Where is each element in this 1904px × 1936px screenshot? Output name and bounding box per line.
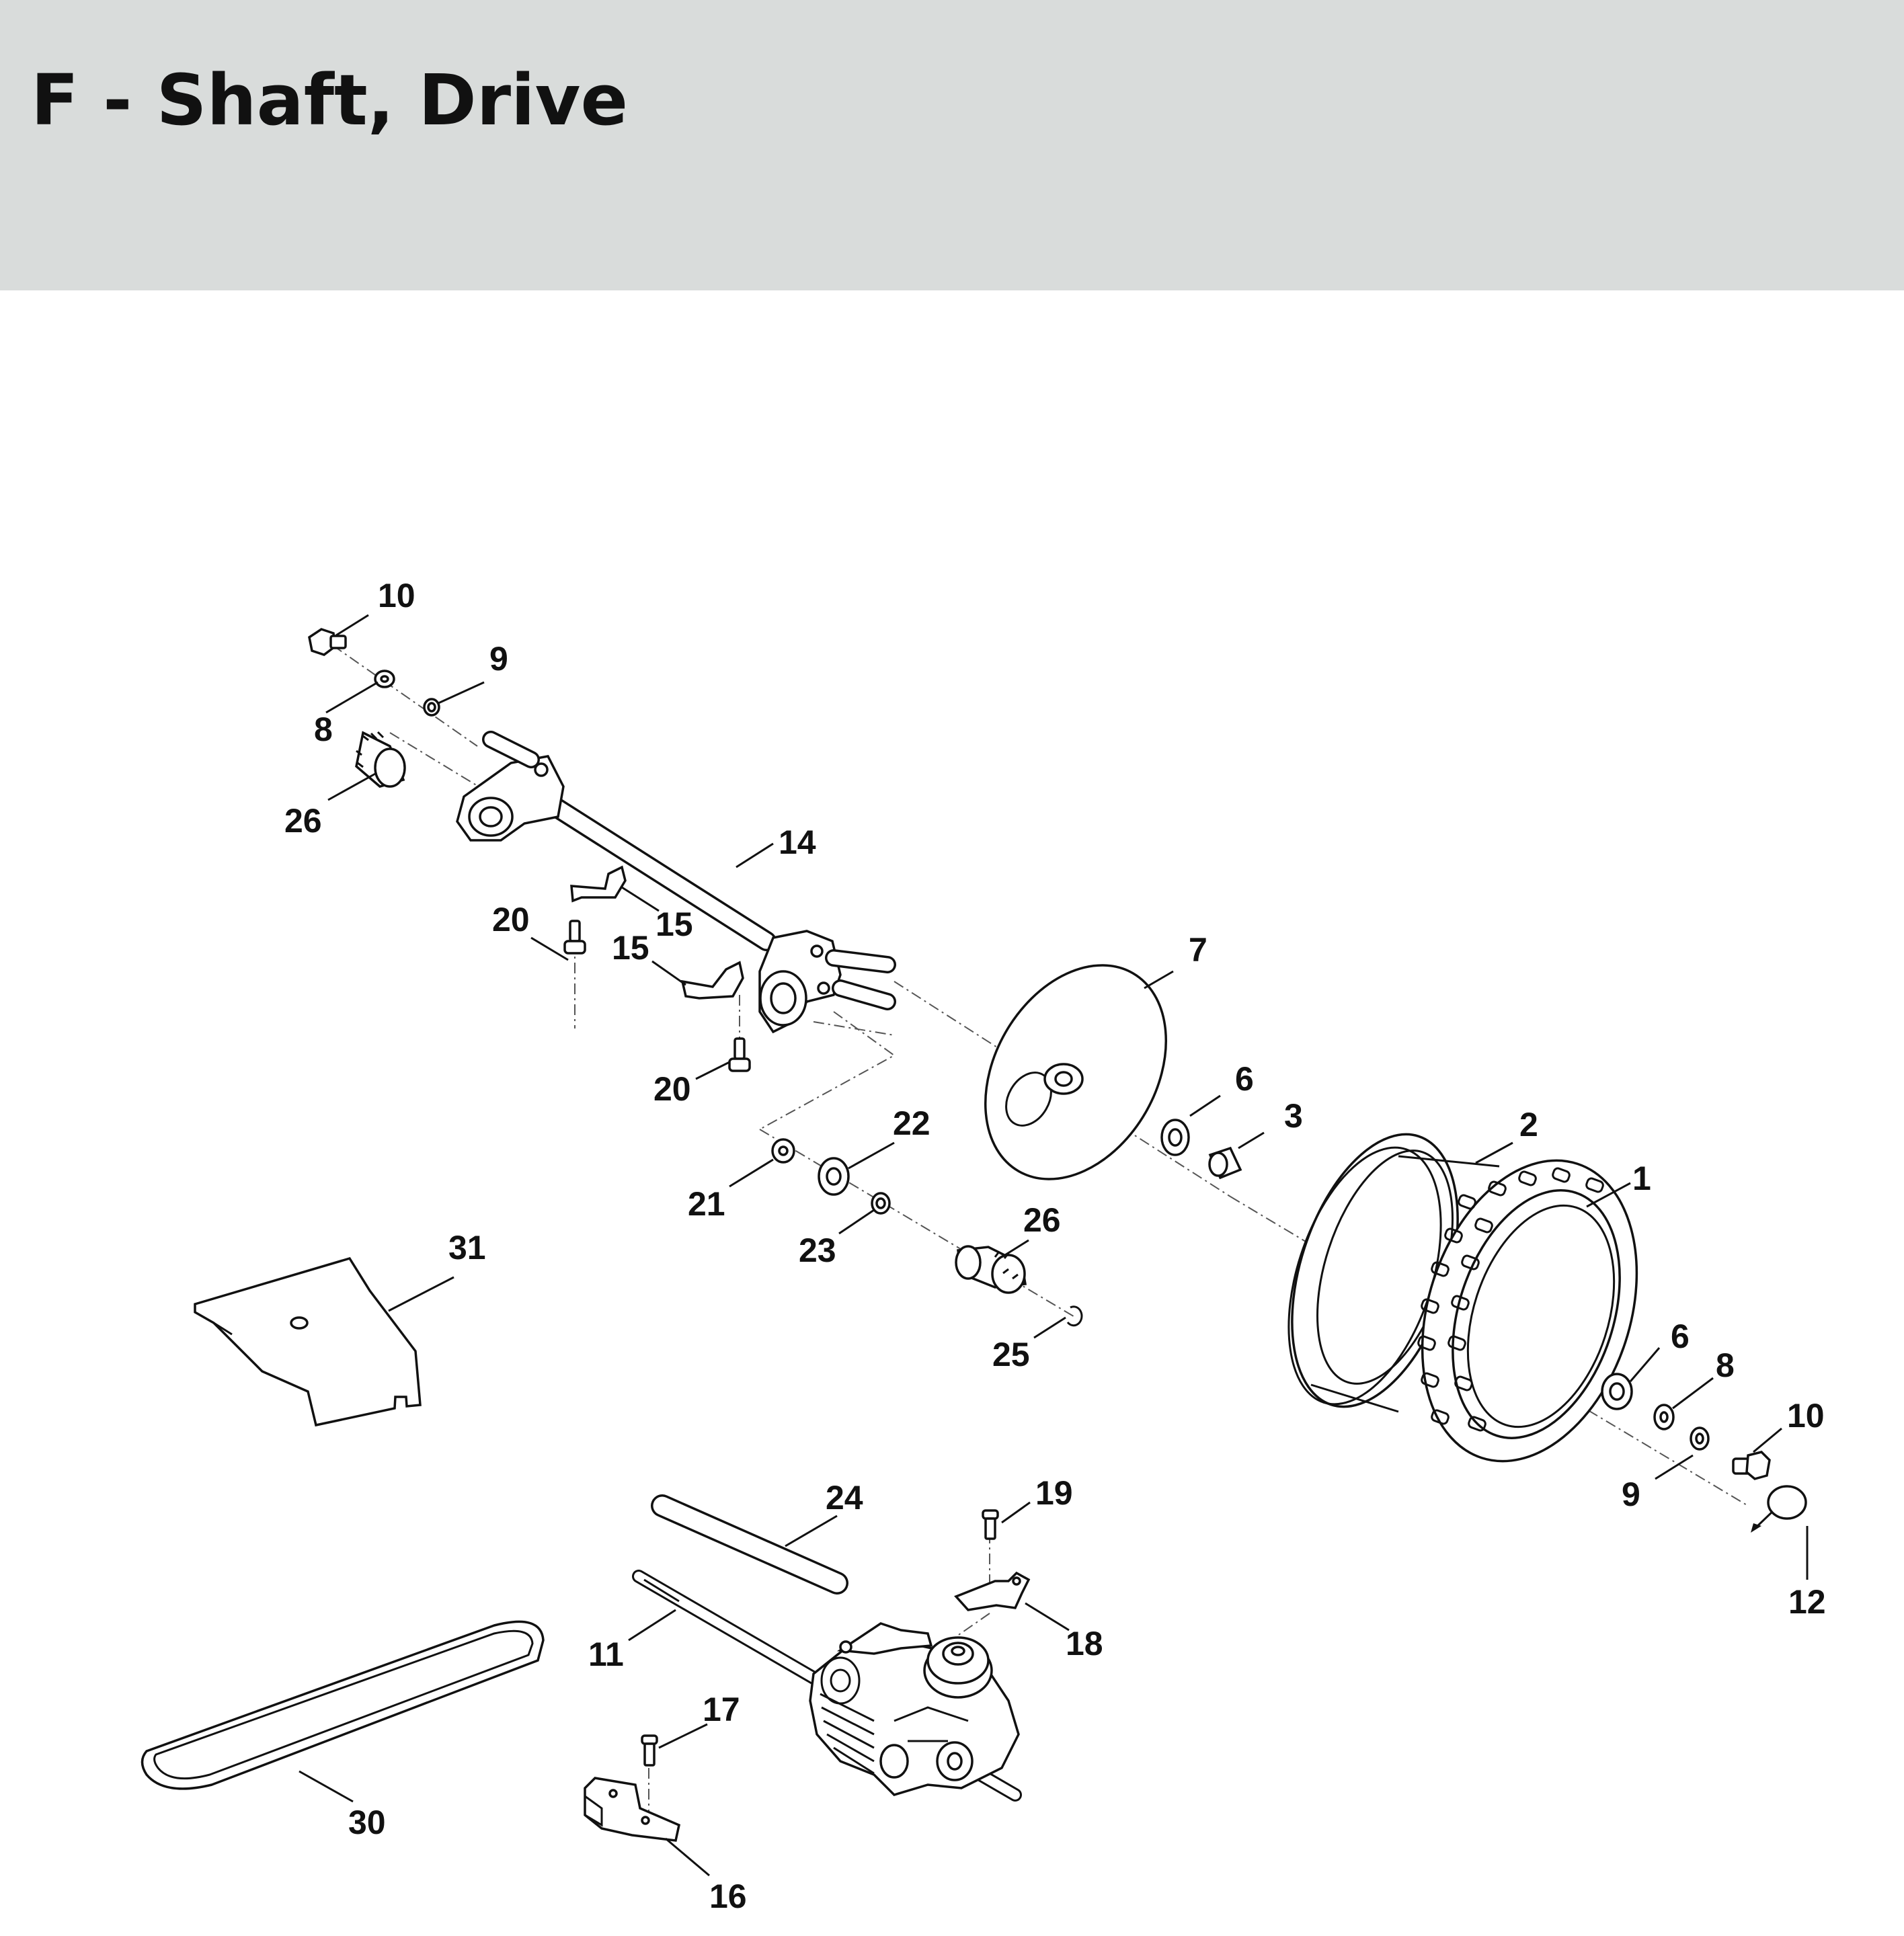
callout-26-lower: 26	[1023, 1201, 1061, 1239]
callout-6-lower: 6	[1671, 1318, 1690, 1355]
callout-16: 16	[709, 1878, 747, 1915]
wheel-rim	[1287, 1133, 1500, 1413]
clip-upper	[570, 865, 627, 903]
v-belt	[141, 1620, 545, 1790]
clip-lower	[680, 961, 744, 1000]
callout-19: 19	[1035, 1474, 1073, 1512]
callout-21: 21	[688, 1185, 725, 1223]
callout-1: 1	[1632, 1160, 1651, 1197]
circlip	[1066, 1305, 1083, 1327]
callout-25: 25	[992, 1336, 1030, 1373]
cover-plate	[194, 1256, 422, 1427]
callout-15-lower: 15	[612, 929, 649, 967]
callout-31: 31	[448, 1229, 486, 1266]
washer-21	[771, 1138, 795, 1164]
callout-20-upper: 20	[492, 901, 530, 938]
callout-10-top: 10	[378, 577, 415, 614]
screw-upper	[563, 920, 586, 955]
callout-14: 14	[779, 823, 816, 861]
bracket-16	[584, 1777, 681, 1842]
callout-24: 24	[826, 1479, 863, 1517]
ring-right	[1690, 1426, 1710, 1451]
callout-2: 2	[1519, 1106, 1538, 1143]
wheel-tire	[1417, 1159, 1638, 1463]
callout-8-top: 8	[314, 711, 333, 748]
callout-18: 18	[1066, 1625, 1103, 1662]
screw-19	[982, 1509, 999, 1540]
callout-8-lower: 8	[1716, 1346, 1735, 1384]
pinion-top	[355, 731, 406, 788]
rod	[651, 1494, 848, 1595]
ring-23	[871, 1192, 891, 1215]
callout-9-lower: 9	[1622, 1476, 1640, 1513]
bushing	[1208, 1146, 1242, 1180]
gearbox	[809, 1622, 1020, 1796]
pinion-lower	[955, 1245, 1027, 1294]
screw-lower	[728, 1037, 751, 1072]
callout-26-top: 26	[284, 802, 322, 840]
callout-9-top: 9	[489, 640, 508, 678]
callout-17: 17	[703, 1691, 740, 1728]
callout-30: 30	[348, 1804, 386, 1841]
callout-labels: 10 9 8 26 14 15 15 20 20 7 6 3 2 1 22 21…	[284, 577, 1826, 1915]
page-title: F - Shaft, Drive	[31, 59, 629, 141]
drive-axle	[456, 731, 896, 1034]
callout-12: 12	[1788, 1583, 1826, 1621]
callout-22: 22	[893, 1104, 930, 1142]
callout-10-lower: 10	[1787, 1397, 1825, 1435]
bearing-22	[818, 1157, 850, 1196]
bolt-right	[1732, 1451, 1771, 1480]
callout-3: 3	[1284, 1097, 1303, 1135]
callout-23: 23	[799, 1232, 836, 1269]
callout-11: 11	[588, 1636, 624, 1673]
callout-20-lower: 20	[653, 1070, 691, 1108]
washer-top	[374, 670, 395, 688]
hub-disc	[984, 964, 1168, 1180]
bracket-18	[954, 1571, 1031, 1611]
callout-15-upper: 15	[656, 905, 693, 943]
ring-top	[423, 698, 440, 717]
callout-6-upper: 6	[1235, 1060, 1254, 1098]
bearing-upper	[1160, 1119, 1190, 1156]
leader-lines	[299, 614, 1809, 1877]
callout-7: 7	[1189, 931, 1207, 969]
hub-cap	[1751, 1485, 1807, 1533]
bolt-top	[308, 628, 347, 656]
bearing-right	[1601, 1373, 1633, 1410]
header-bar: F - Shaft, Drive	[0, 0, 1904, 290]
screw-17	[641, 1734, 658, 1767]
washer-right	[1653, 1404, 1675, 1430]
